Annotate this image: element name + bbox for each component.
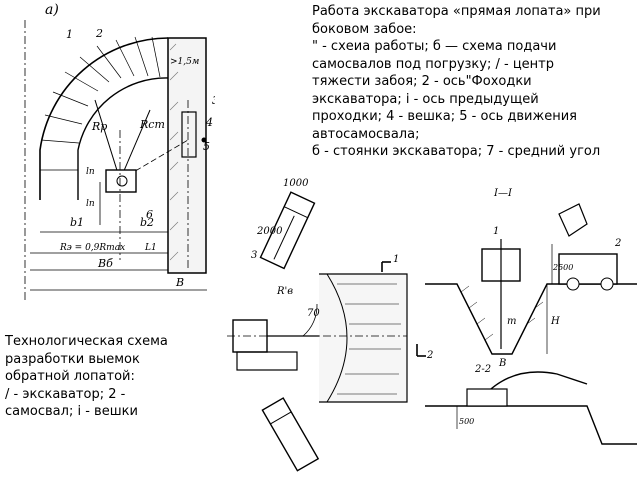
section-mark-1: 1 xyxy=(393,254,399,265)
label-b2: b2 xyxy=(140,216,154,229)
caption-bottom-left: Технологическая схема разработки выемок … xyxy=(5,333,205,421)
label-distance: >1,5м xyxy=(170,57,199,67)
label-5: 5 xyxy=(203,140,210,153)
label-lp: lп xyxy=(86,199,95,209)
label-b-bottom: B xyxy=(498,358,506,369)
label-rst: Rст xyxy=(139,118,165,131)
caption-line: экскаватора; i - ось предыдущей xyxy=(312,91,539,107)
truck-wheel-rear xyxy=(566,277,580,291)
excavator-section-2 xyxy=(466,388,508,407)
label-3b: 3 xyxy=(251,250,257,261)
caption-line: проходки; 4 - вешка; 5 - ось движения xyxy=(312,109,577,124)
marker-4 xyxy=(201,137,207,143)
label-6: 6 xyxy=(146,208,153,221)
excavator-pivot xyxy=(116,175,128,187)
figure-b-backhoe-scheme: 1000 2000 3 R'в 70 1 2 I—I 2-2 2500 500 … xyxy=(207,174,640,480)
angle-arc xyxy=(302,303,318,337)
figure-a-panel-label: а) xyxy=(45,2,59,18)
inner-arc xyxy=(77,77,169,200)
label-m: m xyxy=(507,316,516,327)
label-l1: L1 xyxy=(144,243,157,253)
label-truck-2: 2 xyxy=(614,238,621,249)
rp-line xyxy=(94,99,121,181)
label-b: B xyxy=(175,276,184,289)
label-angle: 70 xyxy=(307,308,320,319)
caption-line: автосамосвала; xyxy=(312,126,420,142)
caption-line: разработки выемок xyxy=(5,351,140,367)
caption-top-right: Работа экскаватора «прямая лопата» при б… xyxy=(312,3,638,161)
section-1-title: I—I xyxy=(493,188,513,199)
face-wall-hatch xyxy=(169,43,179,261)
label-2000: 2000 xyxy=(256,226,283,237)
caption-line: тяжести забоя; 2 - ось"Фоходки xyxy=(312,74,532,89)
label-h: H xyxy=(550,316,560,327)
trench-hatch xyxy=(337,283,401,395)
label-ln: ln xyxy=(86,167,95,177)
section-marks xyxy=(381,261,426,357)
dimension-lines xyxy=(30,182,214,291)
caption-line: / - экскаватор; 2 - xyxy=(5,386,126,402)
truck-wheel-front xyxy=(600,277,614,291)
label-2: 2 xyxy=(95,27,103,40)
caption-line: самосвал; i - вешки xyxy=(5,404,138,419)
label-2500: 2500 xyxy=(552,263,573,272)
truck-plan-lower xyxy=(261,397,320,472)
label-b1: b1 xyxy=(70,216,84,229)
excavator-track xyxy=(236,351,298,371)
label-rp: Rp xyxy=(91,120,107,133)
label-4: 4 xyxy=(205,116,213,129)
caption-line: " - схеиа работы; б — схема подачи xyxy=(312,39,557,54)
face-wall xyxy=(167,37,207,274)
caption-line: самосвалов под погрузку; / - центр xyxy=(312,56,554,72)
label-1: 1 xyxy=(66,28,73,41)
section-1-hatch xyxy=(460,285,544,341)
label-3: 3 xyxy=(212,94,215,107)
label-500: 500 xyxy=(459,417,474,426)
section-2-title: 2-2 xyxy=(474,364,491,375)
truck-outline xyxy=(181,111,197,158)
label-rb: R'в xyxy=(276,286,293,297)
caption-line: Технологическая схема xyxy=(5,334,168,349)
label-bb: Bб xyxy=(97,257,113,270)
label-re: Rэ = 0,9Rmax xyxy=(59,243,125,253)
caption-line: б - стоянки экскаватора; 7 - средний уго… xyxy=(312,144,601,159)
label-1000: 1000 xyxy=(283,178,309,189)
section-mark-2: 2 xyxy=(426,350,433,361)
bucket-elevation xyxy=(558,203,588,237)
truck-plan xyxy=(259,191,316,270)
trench-slope xyxy=(326,273,348,403)
arc-hatching xyxy=(40,36,161,171)
caption-line: Работа экскаватора «прямая лопата» при xyxy=(312,4,601,19)
rst-line xyxy=(119,109,151,181)
outer-arc xyxy=(39,37,169,200)
trench-plan xyxy=(319,273,408,403)
caption-line: боковом забое: xyxy=(312,21,417,37)
label-excavator-1: 1 xyxy=(493,226,499,237)
caption-line: обратной лопатой: xyxy=(5,369,135,384)
figure-a-side-face-diagram: а) 1 2 3 4 5 6 >1,5м Rp xyxy=(24,2,215,300)
